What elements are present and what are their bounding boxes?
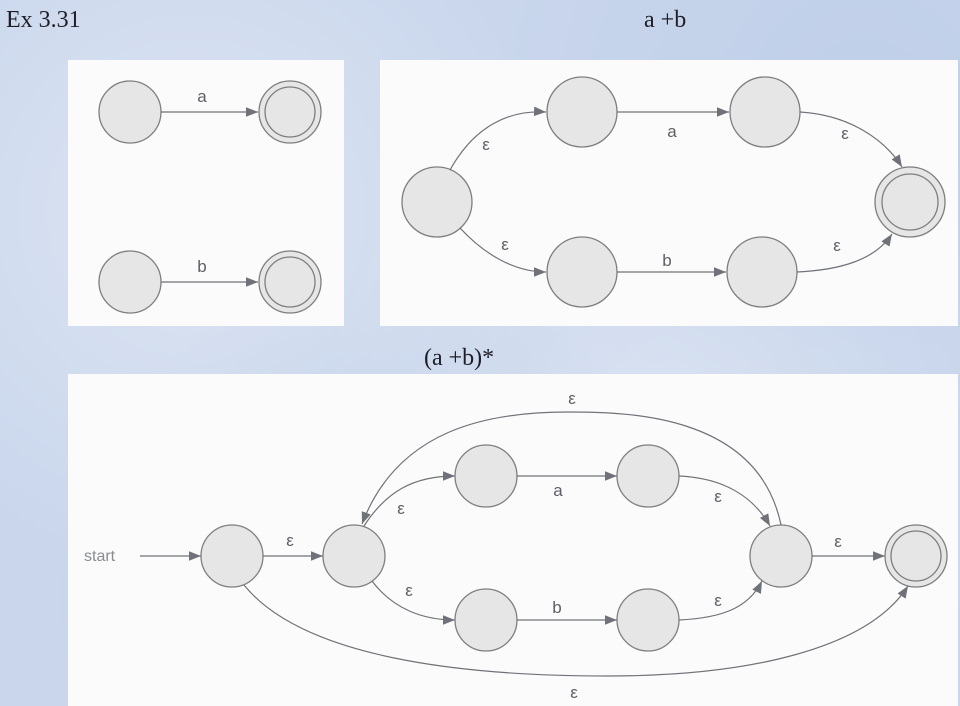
star-automaton-diagram: start ε ε ε a ε ε b ε ε ε (84, 389, 948, 702)
union-automaton-diagram: ε a ε ε b ε (401, 76, 946, 308)
state-b-start (98, 250, 162, 314)
union-state-upper-1 (546, 76, 618, 148)
star-automaton-panel: start ε ε ε a ε ε b ε ε ε (68, 374, 958, 706)
star-edge-upper-join (678, 475, 771, 527)
union-label-e3: ε (501, 235, 509, 254)
star-edge-branch-lower (371, 580, 456, 625)
state-a-start (98, 80, 162, 144)
star-state-branch (322, 524, 386, 588)
state-a-final-inner (264, 86, 316, 138)
star-edge-loop-back (361, 411, 782, 526)
union-state-lower-1 (546, 236, 618, 308)
start-label: start (84, 548, 116, 565)
basic-automata-diagram: a b (98, 80, 322, 314)
union-label-e1: ε (482, 135, 490, 154)
star-edge-lower-join (678, 580, 763, 621)
star-edge-branch-upper (363, 471, 456, 527)
union-heading: a +b (644, 7, 687, 33)
union-edge-start-upper (449, 106, 547, 171)
star-heading: (a +b)* (424, 345, 495, 371)
state-b-final-inner (264, 256, 316, 308)
union-label-e2: ε (841, 124, 849, 143)
star-label-branch-lower: ε (405, 581, 413, 600)
basic-automata-panel: a b (68, 60, 344, 326)
star-state-upper-1 (454, 444, 518, 508)
star-state-final-inner (890, 530, 942, 582)
union-label-b: b (662, 251, 671, 270)
star-edge-bypass (243, 584, 909, 677)
union-label-a: a (667, 122, 677, 141)
union-state-start (401, 166, 473, 238)
edge-a-label: a (197, 87, 207, 106)
star-label-join-final: ε (834, 532, 842, 551)
star-state-lower-2 (616, 588, 680, 652)
star-label-a: a (553, 481, 563, 500)
union-edge-start-lower (459, 227, 547, 277)
star-label-top-loop: ε (568, 389, 576, 408)
star-label-bypass: ε (570, 683, 578, 702)
star-label-upper-join: ε (714, 487, 722, 506)
union-state-upper-2 (729, 76, 801, 148)
union-state-lower-2 (726, 236, 798, 308)
union-label-e4: ε (833, 236, 841, 255)
star-state-upper-2 (616, 444, 680, 508)
example-heading: Ex 3.31 (6, 7, 81, 33)
star-label-start-branch: ε (286, 531, 294, 550)
edge-b-label: b (197, 257, 206, 276)
star-state-join (749, 524, 813, 588)
union-edge-upper-final (799, 111, 903, 168)
star-label-lower-join: ε (714, 591, 722, 610)
star-state-lower-1 (454, 588, 518, 652)
union-edge-lower-final (796, 233, 893, 273)
star-label-b: b (552, 598, 561, 617)
union-state-final-inner (881, 173, 939, 231)
star-state-start (200, 524, 264, 588)
star-label-branch-upper: ε (397, 499, 405, 518)
union-automaton-panel: ε a ε ε b ε (380, 60, 958, 326)
